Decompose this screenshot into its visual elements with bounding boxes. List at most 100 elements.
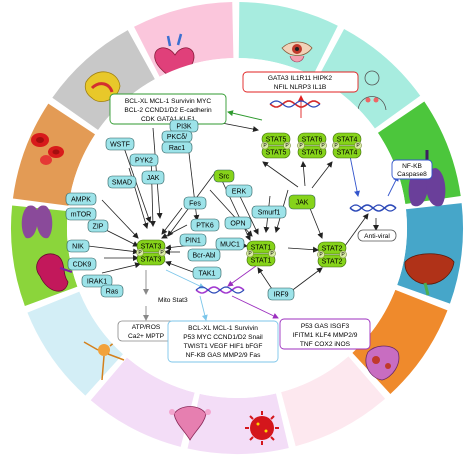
node-erk: ERK	[225, 184, 253, 198]
gene-text-green-1: BCL-XL MCL-1 Survivin MYC	[125, 98, 211, 105]
node-rac: Rac1	[161, 141, 193, 154]
node-opn: OPN	[224, 216, 252, 230]
ring-segment-uterus	[187, 393, 289, 454]
node-label: Fes	[189, 200, 201, 207]
svg-text:P: P	[299, 143, 303, 149]
node-label: Src	[219, 173, 230, 180]
dna-helix-right	[349, 204, 397, 212]
signaling-nodes: PI3KSrcPKCδ/Rac1WSTFPYK2JAKSMADAMPKmTORZ…	[65, 119, 316, 301]
node-jak-center: JAK	[288, 194, 316, 210]
node-label: OPN	[230, 220, 245, 227]
gene-text-green-2: BCL-2 CCND1/D2 E-cadherin	[124, 107, 212, 114]
gene-text-red-1: GATA3 IL1R11 HIPK2	[268, 75, 332, 82]
node-label: JAK	[296, 199, 309, 206]
stat-label-top: STAT4	[337, 137, 358, 144]
node-pyk2: PYK2	[129, 153, 159, 167]
node-ampk: AMPK	[65, 192, 97, 206]
gene-text-purple-1: P53 GAS ISGF3	[301, 323, 350, 330]
node-label: Rac1	[169, 145, 185, 152]
dna-helices	[195, 100, 397, 294]
node-cdk9: CDK9	[67, 257, 97, 271]
body-icon	[357, 70, 387, 111]
node-label: SMAD	[112, 179, 132, 186]
svg-text:P: P	[334, 143, 338, 149]
stat-label-top: STAT3	[141, 244, 162, 251]
gene-box-purple: P53 GAS ISGF3 IFITM1 KLF4 MMP2/9 TNF COX…	[279, 318, 371, 350]
node-label: CDK9	[73, 261, 92, 268]
node-fes: Fes	[183, 196, 207, 210]
svg-text:P: P	[341, 252, 345, 258]
ring-segment-body	[317, 28, 421, 129]
mito-stat3-text: Mito Stat3	[158, 297, 188, 304]
neuron-icon	[83, 335, 125, 381]
atp-text-2: Ca2+ MPTP	[128, 333, 165, 340]
svg-text:P: P	[160, 250, 164, 256]
node-label: MUC1	[220, 241, 240, 248]
node-label: ZIP	[93, 223, 104, 230]
gene-box-blue: NF-KB Caspase8	[391, 159, 433, 180]
ring-segment-virus	[281, 356, 386, 447]
node-zip: ZIP	[87, 219, 109, 233]
svg-text:P: P	[356, 143, 360, 149]
stat-label-top: STAT1	[251, 245, 272, 252]
phosphate-badge: P	[297, 141, 305, 150]
node-smurf1: Smurf1	[251, 205, 287, 219]
node-tak1: TAK1	[192, 266, 222, 280]
node-label: TAK1	[199, 270, 216, 277]
joint-icon	[365, 345, 400, 381]
phosphate-badge: P	[319, 141, 327, 150]
phosphate-badge: P	[268, 249, 276, 258]
node-src: Src	[213, 169, 235, 183]
node-nik: NIK	[66, 239, 90, 253]
gene-text-blue-2: Caspase8	[397, 171, 427, 178]
phosphate-badge: P	[261, 141, 269, 150]
node-wstf: WSTF	[105, 137, 135, 151]
node-jak-left: JAK	[141, 170, 165, 185]
ring-segment-neuron	[90, 357, 195, 447]
node-irf9: IRF9	[267, 287, 295, 301]
phosphate-badge: P	[246, 249, 254, 258]
gene-box-lightblue: BCL-XL MCL-1 Survivin P53 MYC CCND1/D2 S…	[167, 320, 279, 363]
ring-segment-eye	[238, 2, 338, 76]
node-label: PYK2	[135, 157, 153, 164]
svg-text:P: P	[319, 252, 323, 258]
node-pi3k: PI3K	[169, 119, 199, 133]
gene-text-lb-3: TWIST1 VEGF HIF1 bFGF	[184, 343, 263, 350]
gene-text-green-3: CDK GATA1 KLF1	[141, 116, 195, 123]
gut-icon	[84, 71, 121, 102]
dna-helix-top	[269, 100, 321, 108]
node-ptk6: PTK6	[190, 218, 220, 232]
node-mtor: mTOR	[65, 207, 97, 221]
stat-label-top: STAT2	[322, 246, 343, 253]
node-label: Ras	[106, 288, 119, 295]
ring-segment-kidney	[27, 291, 123, 396]
eye-icon	[281, 41, 313, 63]
virus-icon	[245, 411, 279, 445]
kidney-icon	[36, 253, 73, 292]
stat-label-bottom: STAT3	[141, 257, 162, 264]
node-label: PTK6	[196, 222, 214, 229]
node-muc1: MUC1	[215, 237, 245, 251]
stat-label-bottom: STAT1	[251, 258, 272, 265]
stat-label-bottom: STAT5	[266, 150, 287, 157]
gene-text-blue-1: NF-KB	[402, 163, 422, 170]
gene-text-lb-2: P53 MYC CCND1/D2 Snail	[183, 334, 263, 341]
stat-label-bottom: STAT6	[302, 150, 323, 157]
node-label: JAK	[147, 175, 160, 182]
node-smad: SMAD	[107, 175, 137, 189]
phosphate-badge: P	[158, 248, 166, 257]
atp-text-1: ATP/ROS	[132, 324, 161, 331]
node-label: PI3K	[176, 123, 192, 130]
ring-icons	[21, 33, 455, 445]
gene-text-lb-1: BCL-XL MCL-1 Survivin	[188, 325, 258, 332]
stat-label-bottom: STAT4	[337, 150, 358, 157]
gene-box-green: BCL-XL MCL-1 Survivin MYC BCL-2 CCND1/D2…	[109, 93, 227, 125]
uterus-icon	[169, 406, 211, 441]
node-bcrabl: Bcr-Abl	[187, 248, 221, 262]
phosphate-badge: P	[136, 248, 144, 257]
